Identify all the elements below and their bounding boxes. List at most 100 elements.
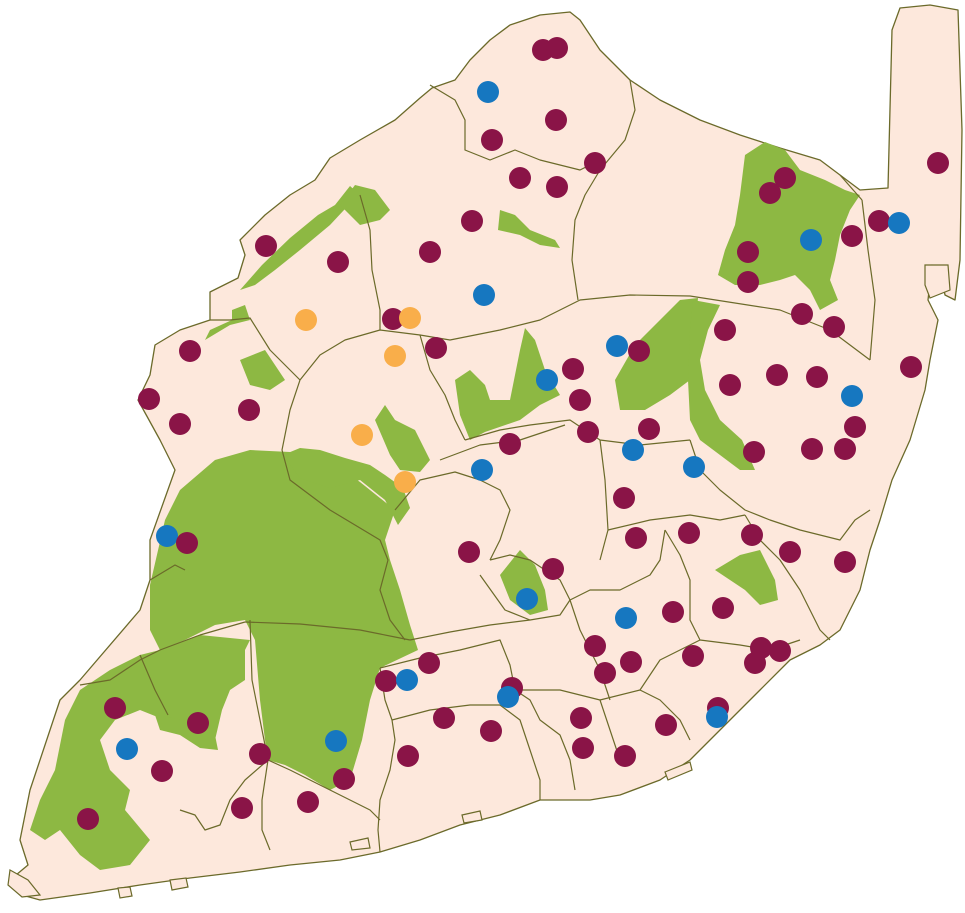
- marker-blue[interactable]: [683, 456, 705, 478]
- marker-maroon[interactable]: [868, 210, 890, 232]
- marker-maroon[interactable]: [806, 366, 828, 388]
- marker-blue[interactable]: [706, 706, 728, 728]
- marker-maroon[interactable]: [499, 433, 521, 455]
- marker-orange[interactable]: [295, 309, 317, 331]
- marker-blue[interactable]: [888, 212, 910, 234]
- marker-maroon[interactable]: [151, 760, 173, 782]
- marker-maroon[interactable]: [584, 152, 606, 174]
- marker-blue[interactable]: [536, 369, 558, 391]
- marker-maroon[interactable]: [187, 712, 209, 734]
- marker-maroon[interactable]: [841, 225, 863, 247]
- marker-blue[interactable]: [800, 229, 822, 251]
- marker-maroon[interactable]: [333, 768, 355, 790]
- marker-maroon[interactable]: [546, 176, 568, 198]
- marker-maroon[interactable]: [375, 670, 397, 692]
- marker-maroon[interactable]: [77, 808, 99, 830]
- marker-blue[interactable]: [325, 730, 347, 752]
- marker-maroon[interactable]: [433, 707, 455, 729]
- marker-maroon[interactable]: [834, 438, 856, 460]
- marker-maroon[interactable]: [584, 635, 606, 657]
- marker-maroon[interactable]: [104, 697, 126, 719]
- marker-maroon[interactable]: [327, 251, 349, 273]
- marker-maroon[interactable]: [231, 797, 253, 819]
- marker-maroon[interactable]: [714, 319, 736, 341]
- marker-maroon[interactable]: [382, 308, 404, 330]
- marker-maroon[interactable]: [774, 167, 796, 189]
- marker-maroon[interactable]: [620, 651, 642, 673]
- marker-maroon[interactable]: [791, 303, 813, 325]
- marker-maroon[interactable]: [255, 235, 277, 257]
- marker-maroon[interactable]: [480, 720, 502, 742]
- marker-maroon[interactable]: [927, 152, 949, 174]
- marker-maroon[interactable]: [737, 241, 759, 263]
- marker-maroon[interactable]: [712, 597, 734, 619]
- marker-maroon[interactable]: [678, 522, 700, 544]
- marker-maroon[interactable]: [744, 652, 766, 674]
- marker-maroon[interactable]: [179, 340, 201, 362]
- marker-maroon[interactable]: [638, 418, 660, 440]
- marker-orange[interactable]: [384, 345, 406, 367]
- marker-maroon[interactable]: [834, 551, 856, 573]
- marker-maroon[interactable]: [509, 167, 531, 189]
- marker-maroon[interactable]: [461, 210, 483, 232]
- marker-maroon[interactable]: [169, 413, 191, 435]
- marker-maroon[interactable]: [249, 743, 271, 765]
- marker-maroon[interactable]: [614, 745, 636, 767]
- marker-blue[interactable]: [497, 686, 519, 708]
- marker-maroon[interactable]: [625, 527, 647, 549]
- marker-maroon[interactable]: [176, 532, 198, 554]
- marker-maroon[interactable]: [138, 388, 160, 410]
- marker-maroon[interactable]: [542, 558, 564, 580]
- marker-maroon[interactable]: [570, 707, 592, 729]
- marker-maroon[interactable]: [594, 662, 616, 684]
- marker-maroon[interactable]: [481, 129, 503, 151]
- marker-maroon[interactable]: [238, 399, 260, 421]
- marker-blue[interactable]: [516, 588, 538, 610]
- marker-maroon[interactable]: [823, 316, 845, 338]
- marker-maroon[interactable]: [546, 37, 568, 59]
- marker-blue[interactable]: [622, 439, 644, 461]
- marker-blue[interactable]: [473, 284, 495, 306]
- marker-maroon[interactable]: [569, 389, 591, 411]
- marker-maroon[interactable]: [297, 791, 319, 813]
- marker-maroon[interactable]: [741, 524, 763, 546]
- marker-maroon[interactable]: [577, 421, 599, 443]
- marker-orange[interactable]: [399, 307, 421, 329]
- marker-maroon[interactable]: [613, 487, 635, 509]
- marker-blue[interactable]: [156, 525, 178, 547]
- marker-blue[interactable]: [396, 669, 418, 691]
- marker-orange[interactable]: [351, 424, 373, 446]
- marker-blue[interactable]: [471, 459, 493, 481]
- marker-maroon[interactable]: [737, 271, 759, 293]
- marker-maroon[interactable]: [900, 356, 922, 378]
- marker-maroon[interactable]: [779, 541, 801, 563]
- marker-maroon[interactable]: [662, 601, 684, 623]
- marker-blue[interactable]: [841, 385, 863, 407]
- marker-maroon[interactable]: [397, 745, 419, 767]
- marker-orange[interactable]: [394, 471, 416, 493]
- park-north-strip-2: [340, 185, 390, 225]
- marker-maroon[interactable]: [418, 652, 440, 674]
- marker-maroon[interactable]: [419, 241, 441, 263]
- marker-maroon[interactable]: [655, 714, 677, 736]
- marker-maroon[interactable]: [769, 640, 791, 662]
- marker-maroon[interactable]: [766, 364, 788, 386]
- marker-blue[interactable]: [615, 607, 637, 629]
- marker-blue[interactable]: [606, 335, 628, 357]
- marker-maroon[interactable]: [545, 109, 567, 131]
- marker-maroon[interactable]: [682, 645, 704, 667]
- marker-maroon[interactable]: [458, 541, 480, 563]
- marker-maroon[interactable]: [562, 358, 584, 380]
- marker-maroon[interactable]: [801, 438, 823, 460]
- marker-maroon[interactable]: [719, 374, 741, 396]
- marker-maroon[interactable]: [572, 737, 594, 759]
- marker-maroon[interactable]: [425, 337, 447, 359]
- marker-blue[interactable]: [477, 81, 499, 103]
- marker-blue[interactable]: [116, 738, 138, 760]
- marker-maroon[interactable]: [844, 416, 866, 438]
- park-center-2: [498, 210, 560, 248]
- marker-maroon[interactable]: [759, 182, 781, 204]
- marker-maroon[interactable]: [743, 441, 765, 463]
- marker-maroon[interactable]: [628, 340, 650, 362]
